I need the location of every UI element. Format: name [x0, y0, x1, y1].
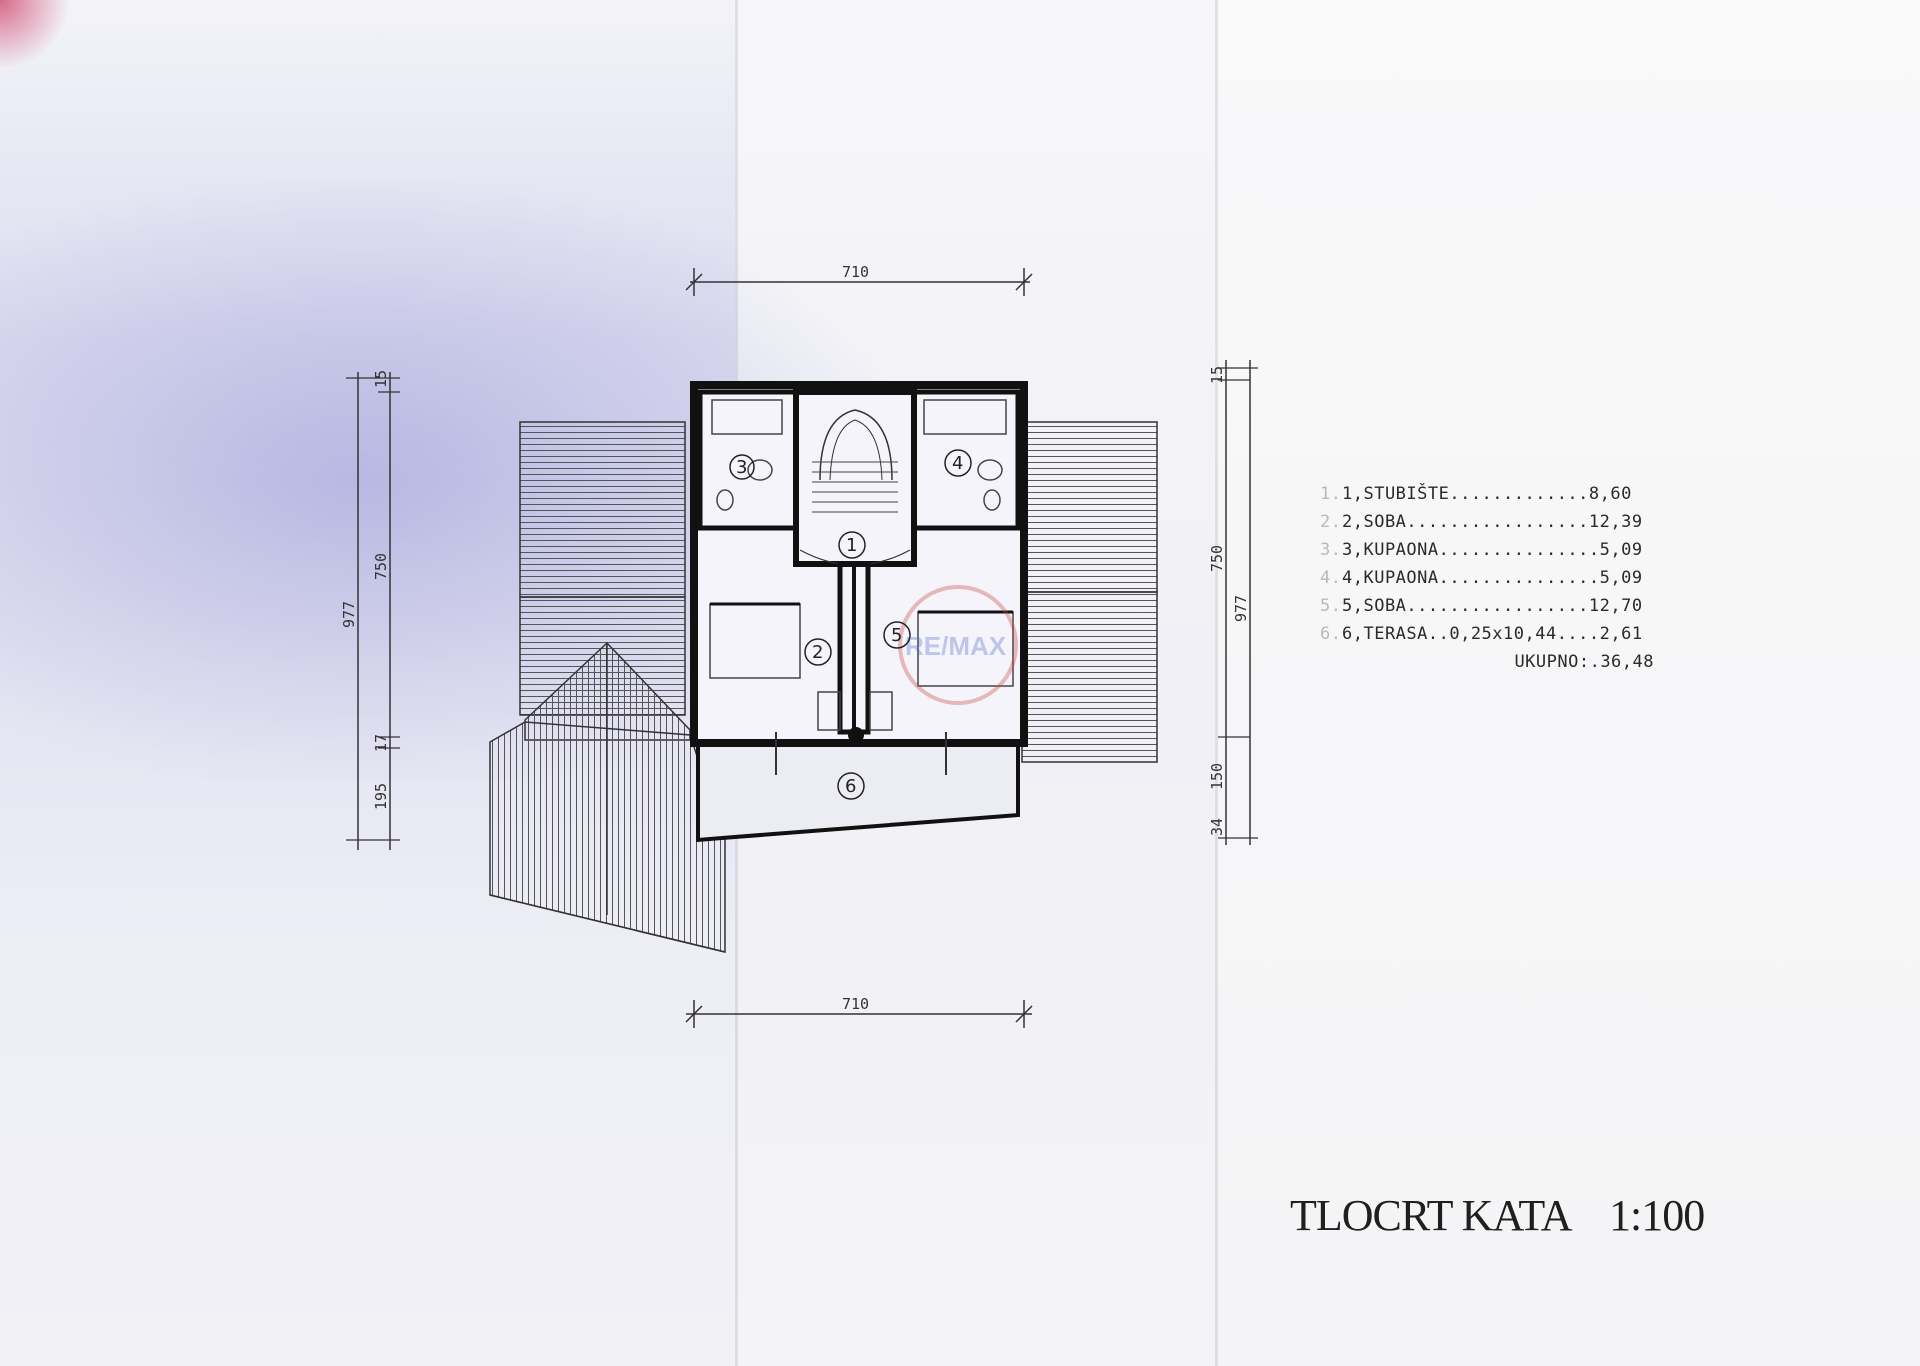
left-main-label: 750	[372, 553, 390, 580]
top-width-label: 710	[842, 263, 869, 281]
legend-row: 3. 3,KUPAONA...............5,09	[1320, 540, 1643, 560]
remax-watermark: RE/MAX	[898, 585, 1018, 705]
bottom-dimension: 710	[685, 995, 1033, 1028]
svg-text:5: 5	[891, 625, 902, 646]
room-marker-5: 5	[883, 621, 911, 649]
svg-text:2: 2	[812, 642, 823, 663]
legend-row: 5. 5,SOBA.................12,70	[1320, 596, 1643, 616]
building-walls	[690, 381, 1028, 843]
roof-left	[489, 421, 726, 953]
legend-row: 1. 1,STUBIŠTE.............8,60	[1320, 484, 1632, 504]
bottom-width-label: 710	[842, 995, 869, 1013]
right-main-label: 750	[1208, 545, 1226, 572]
svg-text:4: 4	[952, 453, 963, 474]
left-bottom-label: 195	[372, 783, 390, 810]
right-bottom-label: 150	[1208, 763, 1226, 790]
drawing-title-block: TLOCRT KATA 1:100	[1290, 1190, 1705, 1241]
left-dimension: 977 15 750 17 195	[340, 370, 400, 850]
roof-right	[1021, 421, 1158, 763]
room-area-legend: 1. 1,STUBIŠTE.............8,60 2. 2,SOBA…	[1320, 480, 1660, 676]
paper-fold-2	[1215, 0, 1218, 1366]
left-gap-label: 17	[372, 734, 390, 752]
svg-text:3: 3	[736, 457, 747, 478]
room-marker-4: 4	[944, 449, 972, 477]
legend-row: 4. 4,KUPAONA...............5,09	[1320, 568, 1643, 588]
paper-panel-right	[1215, 0, 1920, 1366]
legend-total: UKUPNO:.36,48	[1514, 652, 1654, 672]
right-top-label: 15	[1208, 366, 1226, 384]
room-marker-1: 1	[838, 531, 866, 559]
top-dimension: 710	[685, 263, 1033, 296]
legend-row: 6. 6,TERASA..0,25x10,44....2,61	[1320, 624, 1643, 644]
drawing-title: TLOCRT KATA	[1290, 1191, 1570, 1240]
legend-row: 2. 2,SOBA.................12,39	[1320, 512, 1643, 532]
left-total-label: 977	[340, 601, 358, 628]
room-numbers: 1 2 3 4 5 6	[729, 449, 972, 800]
right-small-label: 34	[1208, 818, 1226, 836]
room-marker-6: 6	[837, 772, 865, 800]
drawing-scale: 1:100	[1609, 1191, 1705, 1240]
left-top-label: 15	[372, 370, 390, 388]
room-marker-2: 2	[804, 638, 832, 666]
right-dimension: 15 750 977 150 34	[1208, 360, 1258, 845]
svg-text:1: 1	[846, 535, 857, 556]
watermark-text: RE/MAX	[905, 631, 1007, 661]
room-marker-3: 3	[729, 454, 755, 480]
corner-mark	[0, 0, 70, 70]
right-total-label: 977	[1232, 595, 1250, 622]
svg-text:6: 6	[845, 776, 856, 797]
